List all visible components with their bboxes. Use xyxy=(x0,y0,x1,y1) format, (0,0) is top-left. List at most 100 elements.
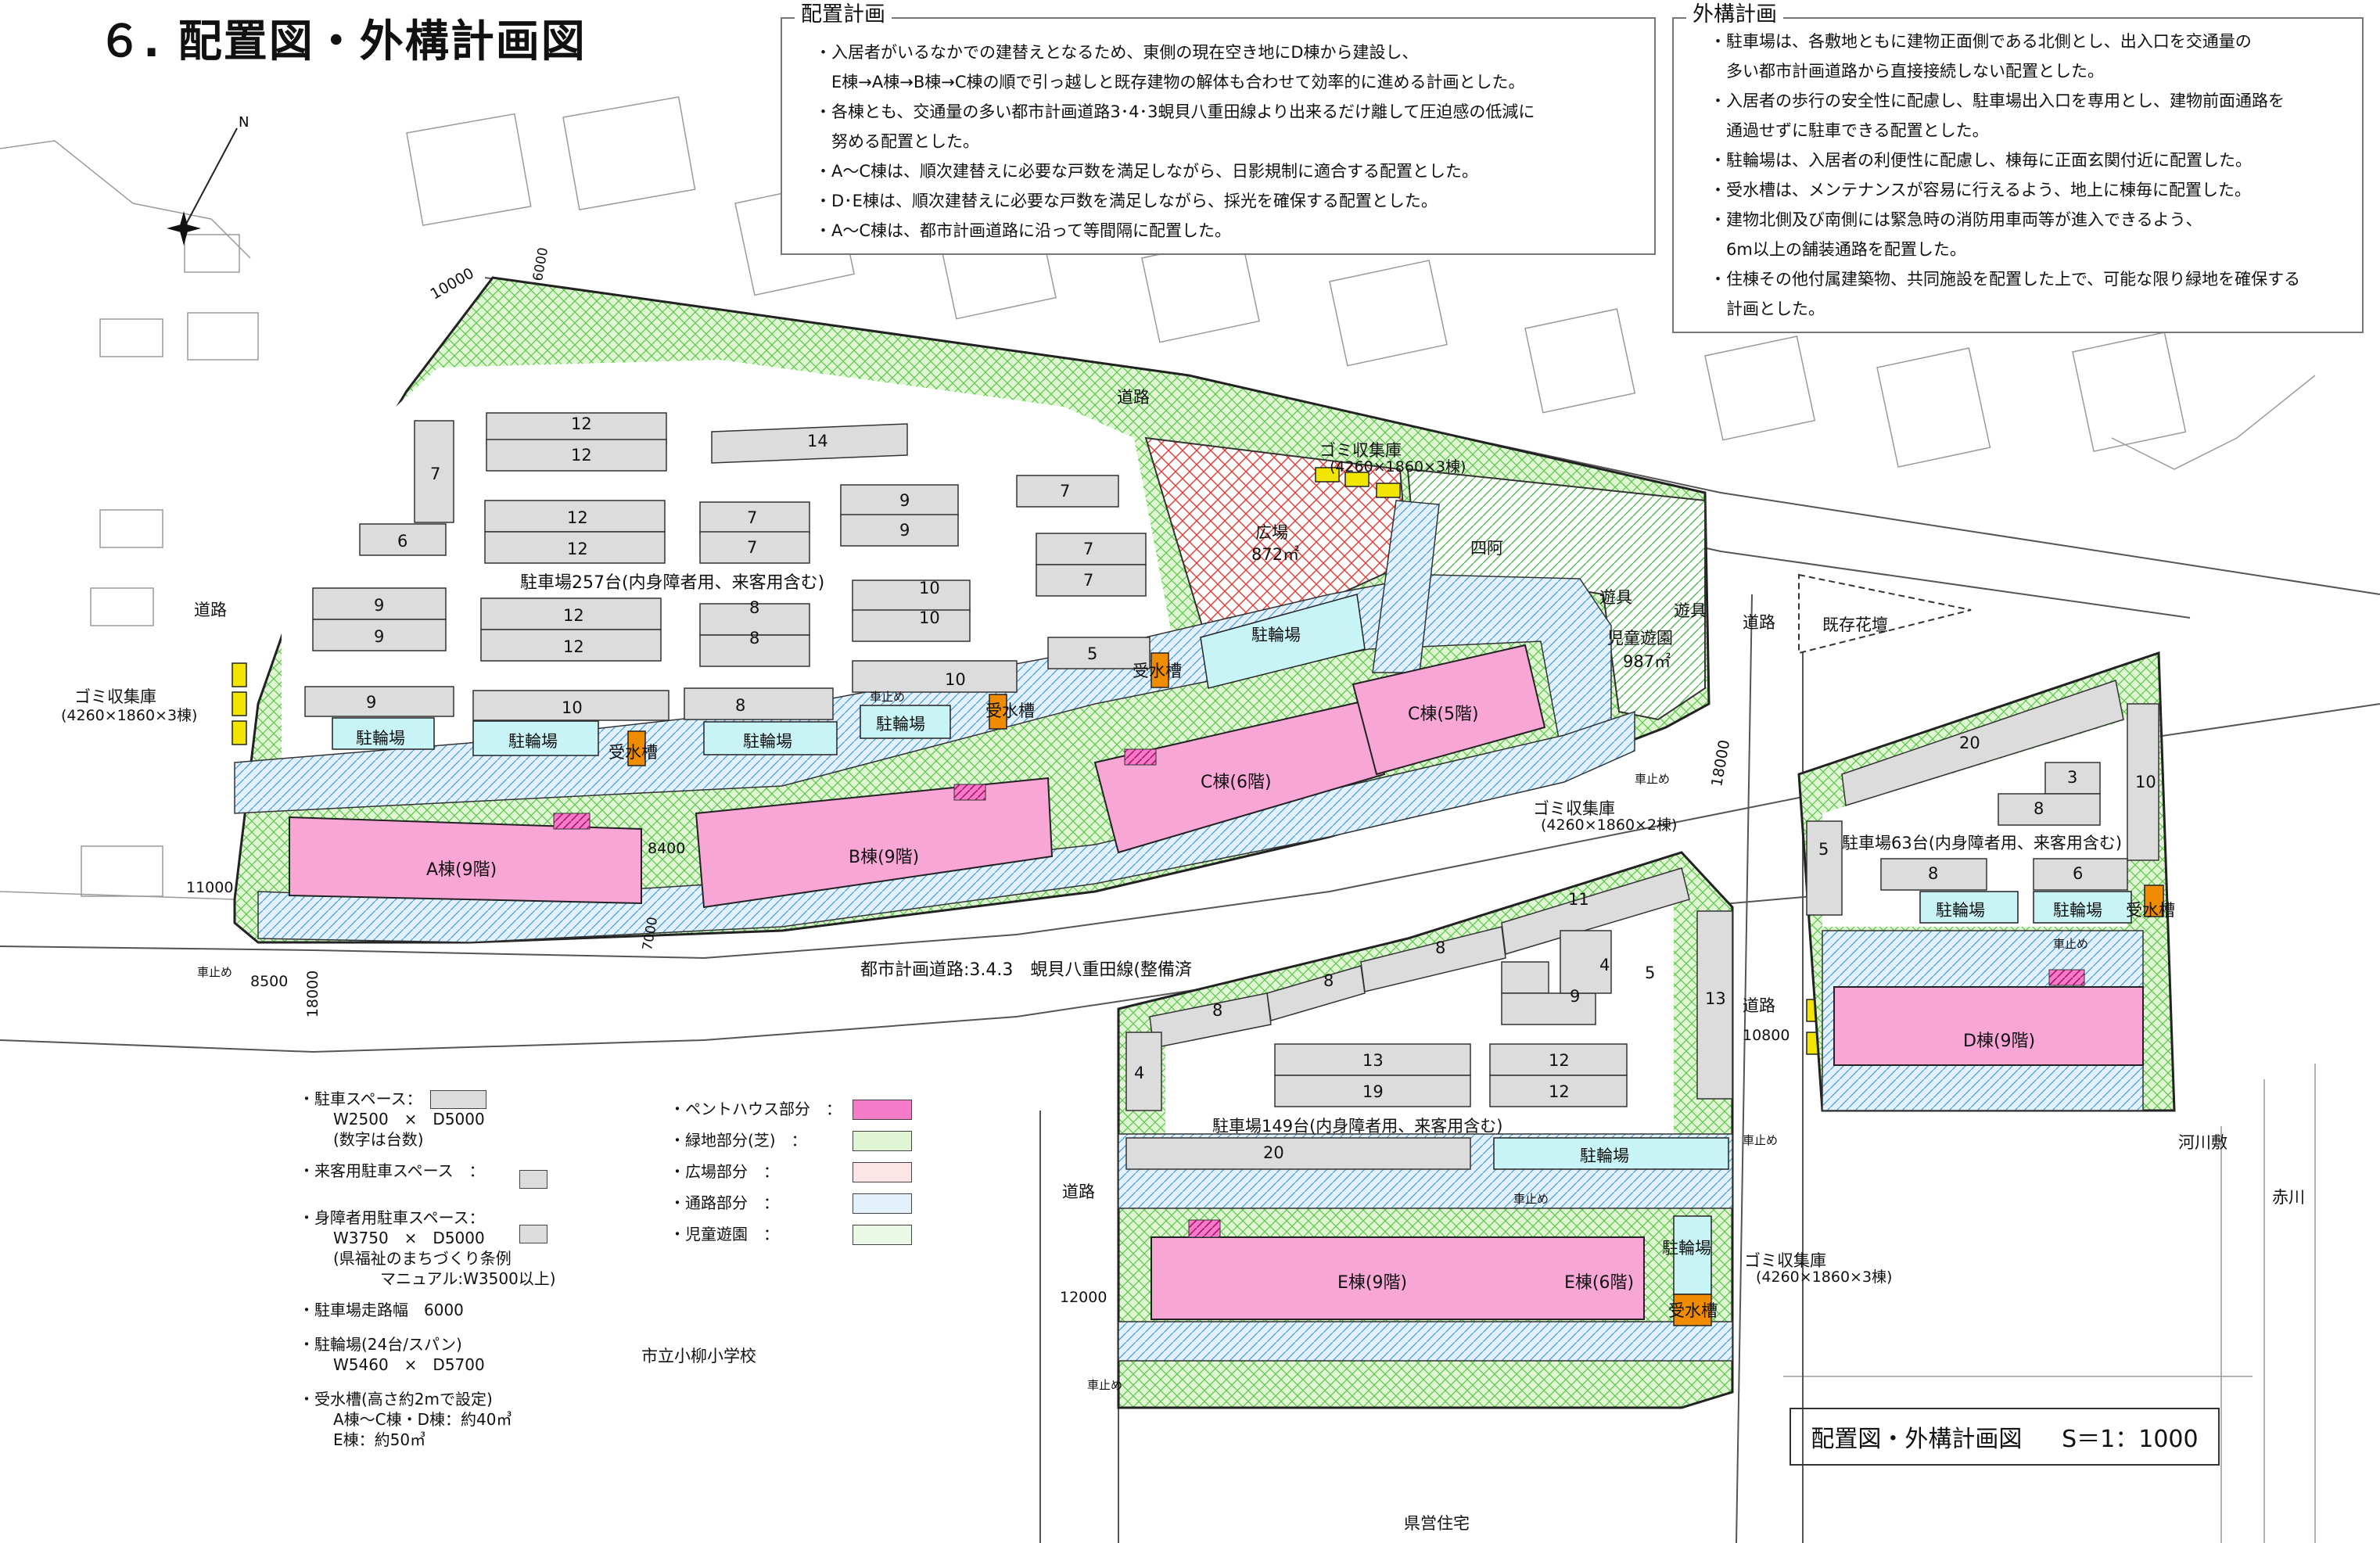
road-label-e: 道路 xyxy=(1062,1182,1095,1201)
exterior-plan-line: ・受水槽は、メンテナンスが容易に行えるよう、地上に棟毎に配置した。 xyxy=(1710,181,2251,199)
dim-label: 8400 xyxy=(648,840,686,857)
building-c6-label: C棟(6階) xyxy=(1201,773,1272,792)
road-label-west: 道路 xyxy=(194,601,227,619)
plaza-area: 872㎡ xyxy=(1251,545,1300,564)
parking-count: 13 xyxy=(1705,989,1726,1008)
garbage-label-west: ゴミ収集庫 xyxy=(74,687,156,706)
building-a-label: A棟(9階) xyxy=(426,860,497,880)
parking-count: 8 xyxy=(2034,799,2044,818)
dim-label: 11000 xyxy=(186,879,234,896)
building-b-label: B棟(9階) xyxy=(849,848,920,867)
garbage-size-west: (4260×1860×3棟) xyxy=(61,707,198,724)
scale-box: 配置図・外構計画図 S＝1：1000 xyxy=(1789,1408,2220,1466)
e-amenities xyxy=(1493,1137,1729,1326)
layout-plan-line: ・入居者がいるなかでの建替えとなるため、東側の現在空き地にD棟から建設し、 xyxy=(815,43,1419,62)
car-stop-label: 車止め xyxy=(1087,1378,1123,1392)
bicycle-label: 駐輪場 xyxy=(356,729,405,748)
north-arrow-icon: N xyxy=(167,114,249,246)
exterior-plan-line: ・入居者の歩行の安全性に配慮し、駐車場出入口を専用とし、建物前面通路を xyxy=(1710,92,2285,110)
water-tank-label: 受水槽 xyxy=(985,702,1035,720)
parking-count: 7 xyxy=(1083,540,1094,558)
parking-d-label: 駐車場63台(内身障者用、来客用含む) xyxy=(1842,834,2123,852)
layout-plan-heading: 配置計画 xyxy=(795,0,892,30)
parking-count: 12 xyxy=(563,637,584,656)
penthouse-c xyxy=(1124,748,1157,766)
parking-count: 12 xyxy=(567,508,588,527)
legend-disabled-line: W3750 × D5000 xyxy=(333,1229,485,1247)
garbage-size-d: (4260×1860×2棟) xyxy=(1541,816,1678,834)
parking-count: 7 xyxy=(1060,482,1071,501)
parking-count: 9 xyxy=(366,693,377,712)
legend-tank-title: ・受水槽(高さ約2mで設定) xyxy=(299,1390,493,1408)
legend-playground-swatch xyxy=(853,1225,912,1245)
bicycle-label: 駐輪場 xyxy=(1662,1239,1711,1258)
dim-label: 12000 xyxy=(1060,1289,1107,1306)
parking-count: 13 xyxy=(1362,1051,1384,1070)
legend-tank-line: E棟：約50㎥ xyxy=(333,1430,426,1449)
scale-value: S＝1：1000 xyxy=(2062,1426,2199,1453)
parking-count: 9 xyxy=(374,627,385,646)
parking-count: 8 xyxy=(749,598,760,617)
water-tank-label: 受水槽 xyxy=(2126,901,2175,920)
exterior-plan-line: ・住棟その他付属建築物、共同施設を配置した上で、可能な限り緑地を確保する xyxy=(1710,270,2301,289)
car-stop-label: 車止め xyxy=(1743,1133,1779,1147)
exterior-plan-line: ・建物北側及び南側には緊急時の消防用車両等が進入できるよう、 xyxy=(1710,210,2202,229)
scale-title: 配置図・外構計画図 xyxy=(1811,1426,2023,1453)
parking-stalls-north xyxy=(304,412,1151,721)
legend-aisle-title: ・駐車場走路幅 6000 xyxy=(299,1301,464,1319)
exterior-plan-notes: 外構計画 ・駐車場は、各敷地ともに建物正面側である北側とし、出入口を交通量の 多… xyxy=(1672,0,2364,333)
legend-plaza-swatch xyxy=(853,1162,912,1182)
parking-count: 12 xyxy=(563,606,584,625)
school-label: 市立小柳小学校 xyxy=(641,1347,756,1365)
building-c6 xyxy=(1093,698,1386,854)
exterior-plan-line: 計画とした。 xyxy=(1710,300,1825,318)
penthouse-a xyxy=(553,813,591,830)
road-label-d: 道路 xyxy=(1743,996,1775,1015)
car-stop-label: 車止め xyxy=(2053,937,2089,951)
parking-count: 7 xyxy=(430,465,441,483)
car-stop-label: 車止め xyxy=(1635,772,1671,786)
bicycle-parks-north xyxy=(332,594,1366,756)
garbage-label-north: ゴミ収集庫 xyxy=(1319,441,1402,460)
legend-bicycle-line: W5460 × D5700 xyxy=(333,1355,485,1374)
play-equipment-label-2: 遊具 xyxy=(1674,601,1707,620)
parking-count: 11 xyxy=(1568,890,1589,909)
legend-disabled-swatch xyxy=(519,1225,547,1243)
parking-count: 12 xyxy=(1549,1051,1570,1070)
parking-count: 12 xyxy=(571,414,592,433)
parking-count: 10 xyxy=(919,608,940,627)
parking-count: 8 xyxy=(1435,938,1446,957)
dim-label: 18000 xyxy=(304,970,322,1018)
exterior-plan-line: ・駐車場は、各敷地ともに建物正面側である北側とし、出入口を交通量の xyxy=(1710,32,2252,51)
parking-main-label: 駐車場257台(内身障者用、来客用含む) xyxy=(520,573,825,593)
legend-disabled-line: マニュアル:W3500以上) xyxy=(333,1269,556,1288)
layout-plan-line: 努める配置とした。 xyxy=(815,132,979,151)
exterior-plan-heading: 外構計画 xyxy=(1686,0,1783,30)
bicycle-label: 駐輪場 xyxy=(1936,901,1985,920)
akagawa-label: 赤川 xyxy=(2272,1188,2305,1207)
d-amenities xyxy=(1919,885,2164,924)
exterior-plan-line: 多い都市計画道路から直接接続しない配置とした。 xyxy=(1710,62,2104,81)
exterior-plan-line: 通過せずに駐車できる配置とした。 xyxy=(1710,121,1989,140)
garbage-label-d: ゴミ収集庫 xyxy=(1533,799,1615,818)
layout-plan-line: ・各棟とも、交通量の多い都市計画道路3･4･3蜆貝八重田線より出来るだけ離して圧… xyxy=(815,102,1535,121)
legend-guest-swatch xyxy=(519,1170,547,1189)
garbage-label-e: ゴミ収集庫 xyxy=(1744,1251,1826,1270)
parking-count: 5 xyxy=(1087,644,1098,663)
parking-count: 6 xyxy=(397,532,408,551)
building-c5 xyxy=(1352,644,1546,776)
parking-count: 10 xyxy=(919,579,940,597)
dim-label: 8500 xyxy=(250,973,289,990)
legend-parking-swatch xyxy=(430,1090,486,1109)
legend-green-swatch xyxy=(853,1131,912,1151)
garbage-size-north: (4260×1860×3棟) xyxy=(1330,458,1466,475)
parking-count: 9 xyxy=(374,596,385,615)
building-b xyxy=(695,777,1054,909)
parking-count: 12 xyxy=(567,540,588,558)
bicycle-label: 駐輪場 xyxy=(743,732,792,751)
e-path-south xyxy=(1118,1321,1733,1362)
parking-count: 14 xyxy=(807,432,828,450)
bicycle-label: 駐輪場 xyxy=(2053,901,2102,920)
parking-count: 4 xyxy=(1134,1064,1145,1082)
parking-stalls-d xyxy=(1806,680,2159,916)
